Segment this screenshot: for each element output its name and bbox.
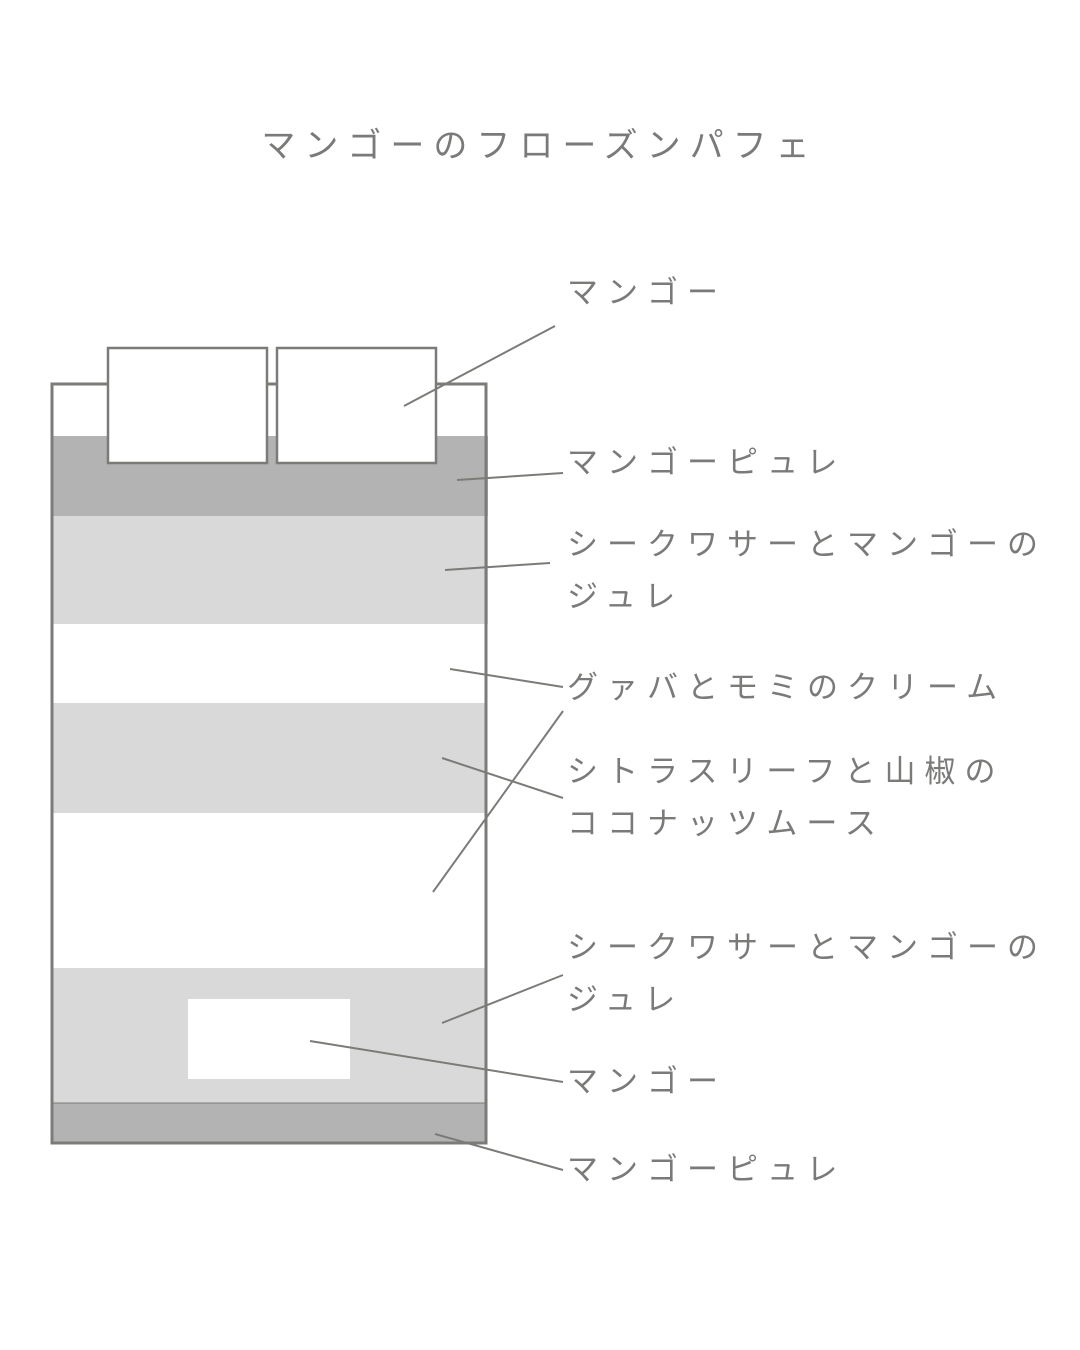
label-mango-puree-bottom: マンゴーピュレ xyxy=(567,1152,847,1188)
layer-mango-piece-bottom xyxy=(188,999,350,1079)
mango-piece-left xyxy=(106,346,269,465)
leader-jelly-top xyxy=(444,562,551,571)
leader-mousse xyxy=(441,757,564,799)
label-jelly-top: シークワサーとマンゴーのジュレ xyxy=(567,527,1047,615)
label-jelly-bottom: シークワサーとマンゴーのジュレ xyxy=(567,930,1047,1018)
leader-mango-top xyxy=(403,325,556,407)
leader-cream xyxy=(449,668,564,688)
glass-outline xyxy=(50,382,488,1145)
page-title: マンゴーのフローズンパフェ xyxy=(261,126,819,166)
layer-white xyxy=(52,813,486,968)
layer-jelly-top xyxy=(52,516,488,624)
label-mousse: シトラスリーフと山椒のココナッツムース xyxy=(567,754,1005,842)
label-mango-puree-top: マンゴーピュレ xyxy=(567,445,847,481)
label-cream: グァバとモミのクリーム xyxy=(567,670,1007,706)
layer-mango-puree-bottom xyxy=(52,1103,486,1143)
leader-white-layer xyxy=(432,710,564,893)
leader-mango-bottom xyxy=(309,1040,564,1083)
layer-mousse xyxy=(52,703,486,813)
mango-piece-right xyxy=(275,346,438,465)
leader-jelly-bottom xyxy=(441,974,564,1024)
leader-puree-bottom xyxy=(434,1133,564,1171)
label-mango-bottom: マンゴー xyxy=(567,1064,727,1100)
leader-puree-top xyxy=(456,472,564,481)
layer-cream xyxy=(52,624,486,703)
label-mango-top: マンゴー xyxy=(567,275,727,311)
